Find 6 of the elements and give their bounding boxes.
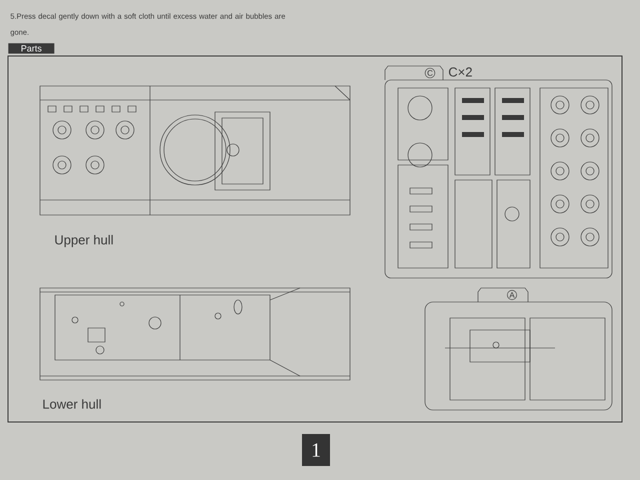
sprue-tag: A (507, 290, 517, 300)
part-label: Lower hull (43, 399, 101, 409)
sprue-tag: C (424, 68, 436, 78)
part-label: Upper hull (55, 234, 113, 248)
page-number: 1 (302, 434, 330, 466)
sprue-count: C×2 (448, 67, 472, 77)
